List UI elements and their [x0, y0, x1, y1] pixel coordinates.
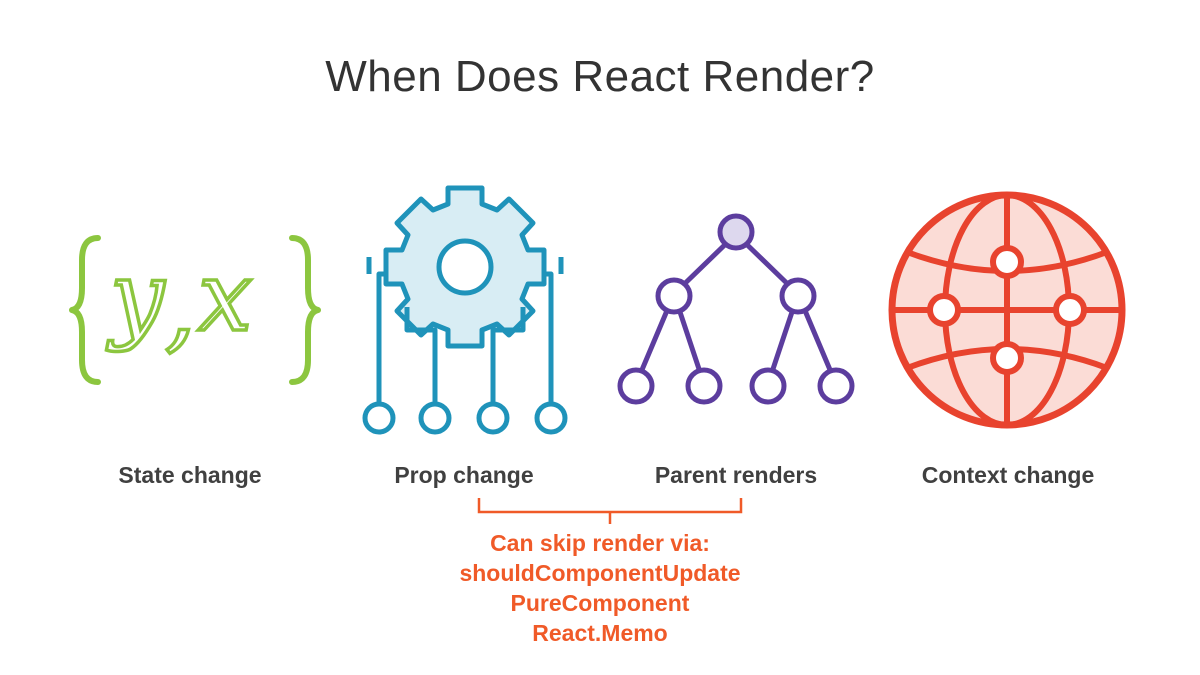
left-brace — [69, 235, 101, 385]
label-parent-renders: Parent renders — [654, 462, 818, 488]
gear-circuit-icon — [355, 182, 575, 442]
glyph-y: y — [106, 241, 166, 353]
tree-hierarchy-icon — [612, 210, 862, 425]
skip-render-option-memo: React.Memo — [532, 620, 668, 646]
glyph-comma: , — [165, 251, 196, 363]
tree-root-node — [717, 213, 755, 251]
circuit-node-1 — [362, 401, 396, 435]
curly-braces-yx-icon: y , x — [69, 230, 321, 390]
tree-leaf-1 — [617, 367, 655, 405]
circuit-node-3 — [476, 401, 510, 435]
right-brace — [289, 235, 321, 385]
circuit-line-3 — [490, 307, 526, 404]
skip-render-note-heading: Can skip render via: — [490, 530, 710, 556]
circuit-node-2 — [418, 401, 452, 435]
globe-node-left — [927, 293, 961, 327]
skip-render-option-purecomponent: PureComponent — [510, 590, 690, 616]
tree-node-left — [655, 277, 693, 315]
page-title: When Does React Render? — [325, 52, 875, 101]
globe-node-right — [1053, 293, 1087, 327]
glyph-x: x — [198, 241, 252, 353]
tree-leaf-2 — [685, 367, 723, 405]
circuit-line-2 — [404, 307, 438, 404]
circuit-line-5 — [366, 257, 564, 274]
tree-node-right — [779, 277, 817, 315]
tree-leaf-3 — [749, 367, 787, 405]
label-state-change: State change — [118, 462, 262, 488]
gear-hole — [436, 238, 494, 296]
globe-node-top — [990, 245, 1024, 279]
tree-leaf-4 — [817, 367, 855, 405]
circuit-line-4 — [544, 271, 554, 404]
skip-render-option-scu: shouldComponentUpdate — [459, 560, 741, 586]
label-prop-change: Prop change — [394, 462, 534, 488]
circuit-line-1 — [376, 271, 386, 404]
globe-node-bottom — [990, 341, 1024, 375]
label-context-change: Context change — [921, 462, 1095, 488]
globe-network-icon — [882, 190, 1132, 435]
circuit-node-4 — [534, 401, 568, 435]
grouping-bracket — [470, 496, 750, 531]
